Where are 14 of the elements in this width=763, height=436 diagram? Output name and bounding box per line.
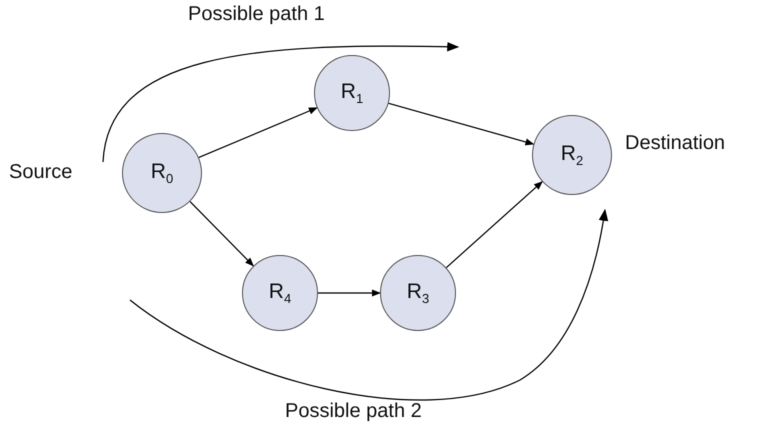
node-label: R$_{1}$ bbox=[340, 80, 364, 106]
arrow bbox=[446, 181, 543, 268]
arrow bbox=[198, 107, 318, 158]
node-label: R$_{4}$ bbox=[268, 280, 292, 306]
node-label: R$_{0}$ bbox=[150, 160, 174, 186]
node-label: R$_{3}$ bbox=[406, 280, 430, 306]
node-label: R$_{2}$ bbox=[560, 142, 584, 168]
arrow bbox=[318, 289, 381, 297]
endpoint-label: Source bbox=[9, 161, 72, 184]
endpoint-label: Destination bbox=[625, 132, 726, 155]
path-label: Possible path 1 bbox=[188, 3, 325, 26]
arrow bbox=[388, 102, 534, 146]
path-label: Possible path 2 bbox=[285, 400, 422, 423]
arrow bbox=[190, 201, 254, 267]
